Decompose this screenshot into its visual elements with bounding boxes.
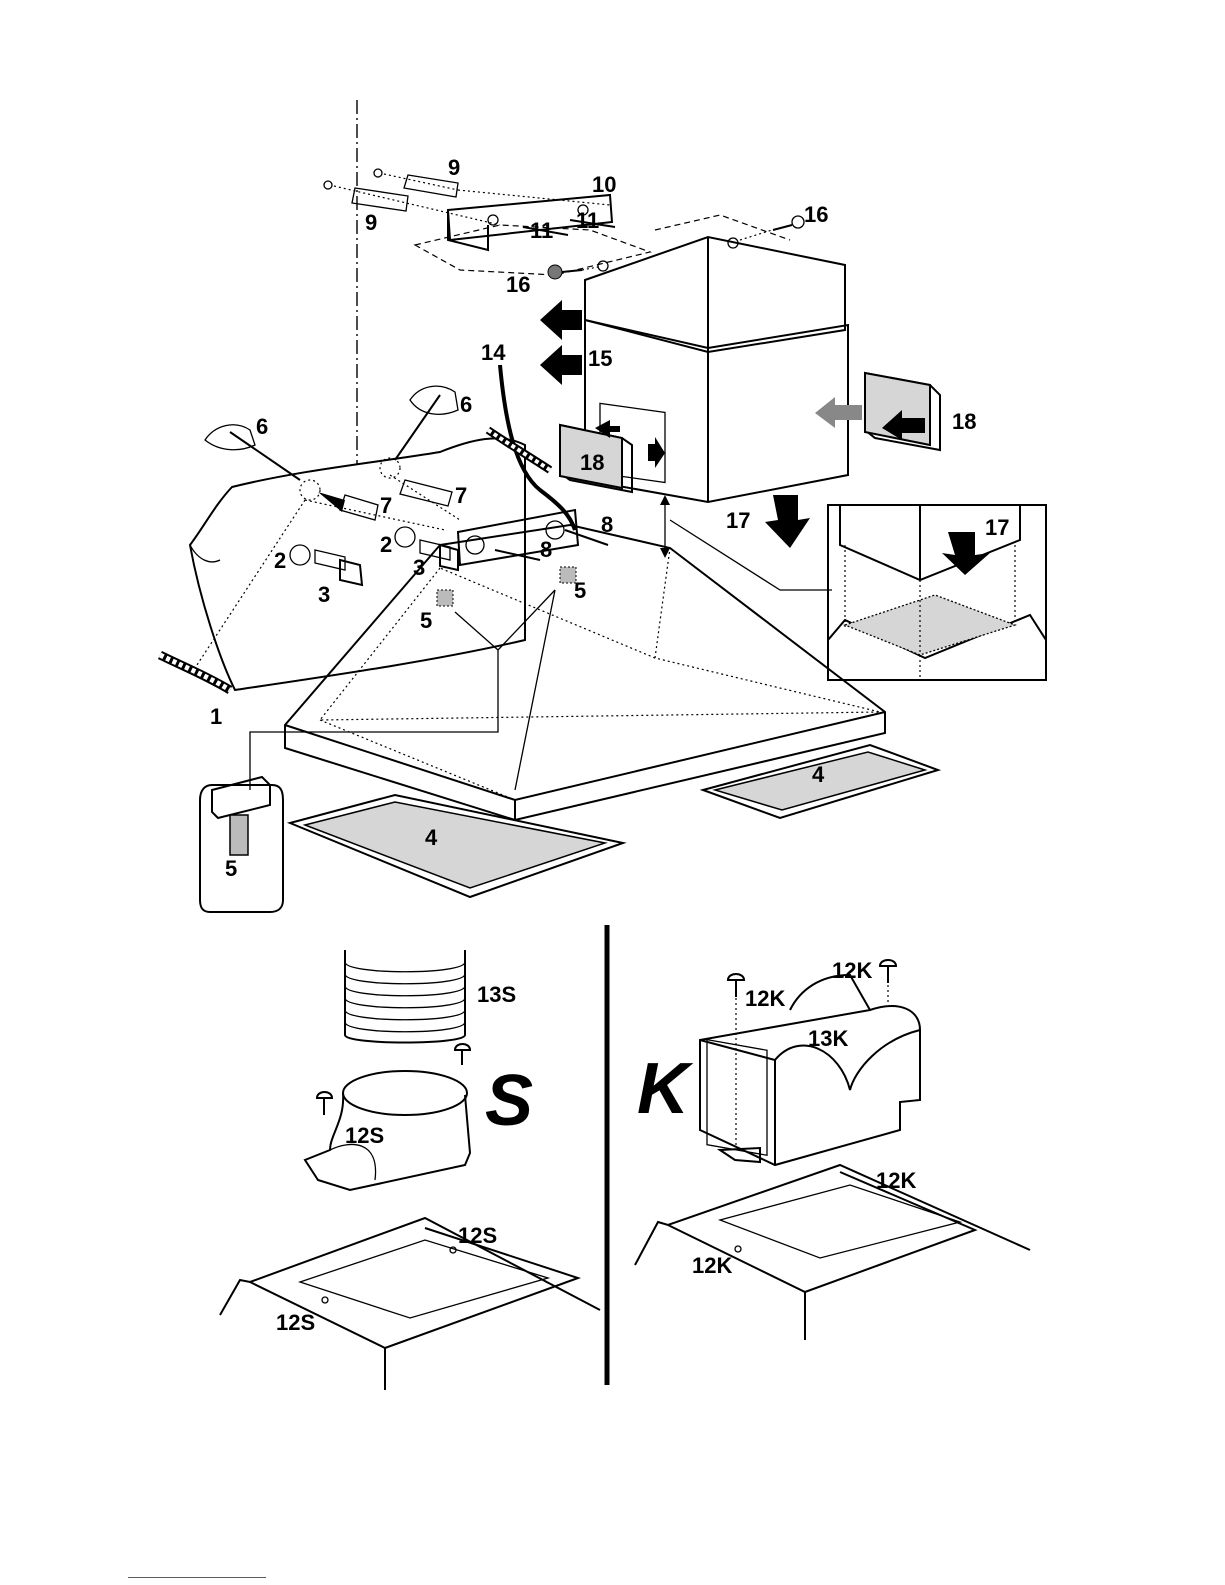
chimney-lower (585, 320, 848, 502)
label-9-bottom: 9 (365, 210, 377, 235)
ceiling-plug-bottom (324, 181, 408, 211)
label-6-left: 6 (256, 414, 268, 439)
adapter-12s (305, 1071, 470, 1190)
label-9-top: 9 (448, 155, 460, 180)
detail-box-17 (828, 505, 1046, 680)
label-7-right: 7 (455, 483, 467, 508)
arrow-15-lower (540, 345, 582, 385)
label-16-left: 16 (506, 272, 530, 297)
arrow-17-main (765, 495, 810, 548)
label-11-b: 11 (576, 208, 599, 233)
label-5-left: 5 (420, 608, 432, 633)
label-12s-right: 12S (458, 1223, 497, 1248)
label-5-detail: 5 (225, 856, 237, 881)
label-4-left: 4 (425, 825, 438, 850)
label-12k-left-hood: 12K (692, 1253, 732, 1278)
label-12k-right-top: 12K (832, 958, 872, 983)
letter-k: K (637, 1049, 694, 1129)
label-12k-left-top: 12K (745, 986, 785, 1011)
label-17-main: 17 (726, 508, 750, 533)
label-18-side: 18 (952, 409, 976, 434)
label-5-right: 5 (574, 578, 586, 603)
footer-link-underline[interactable] (128, 1577, 266, 1578)
charcoal-filter-front (560, 420, 665, 492)
label-12s-left: 12S (276, 1310, 315, 1335)
label-6-right: 6 (460, 392, 472, 417)
detail-leader-line (670, 520, 832, 590)
label-13k: 13K (808, 1026, 848, 1051)
flexible-duct-13s (345, 950, 465, 1043)
label-4-right: 4 (812, 762, 825, 787)
label-11-a: 11 (530, 218, 553, 243)
label-18-front: 18 (580, 450, 604, 475)
label-12s-adapter: 12S (345, 1123, 384, 1148)
rectangular-duct-13k (700, 975, 920, 1165)
hood-top-s (220, 1218, 600, 1390)
power-cable (160, 655, 230, 690)
charcoal-filter-side (815, 373, 940, 450)
grease-filter-left (290, 795, 623, 897)
label-10: 10 (592, 172, 616, 197)
label-7-left: 7 (380, 493, 392, 518)
screw-12k-right (880, 960, 896, 1005)
label-2-left: 2 (274, 548, 286, 573)
label-3-right: 3 (413, 555, 425, 580)
label-13s: 13S (477, 982, 516, 1007)
label-14: 14 (481, 340, 506, 365)
screw-12k-left (728, 974, 744, 1145)
chimney-upper (585, 237, 845, 352)
label-1: 1 (210, 704, 222, 729)
distance-marker (660, 495, 670, 558)
label-8-right: 8 (601, 512, 613, 537)
label-3-left: 3 (318, 582, 330, 607)
label-2-right: 2 (380, 532, 392, 557)
screw-12s-side (317, 1092, 332, 1115)
detail-box-5 (200, 777, 283, 912)
label-17-detail: 17 (985, 515, 1009, 540)
screw-12s-top (455, 1044, 470, 1065)
label-16-right: 16 (804, 202, 828, 227)
label-8-left: 8 (540, 537, 552, 562)
label-15: 15 (588, 346, 612, 371)
arrow-15-upper (540, 300, 582, 340)
label-12k-right-hood: 12K (876, 1168, 916, 1193)
screw-16-a (548, 261, 608, 279)
letter-s: S (485, 1061, 533, 1141)
